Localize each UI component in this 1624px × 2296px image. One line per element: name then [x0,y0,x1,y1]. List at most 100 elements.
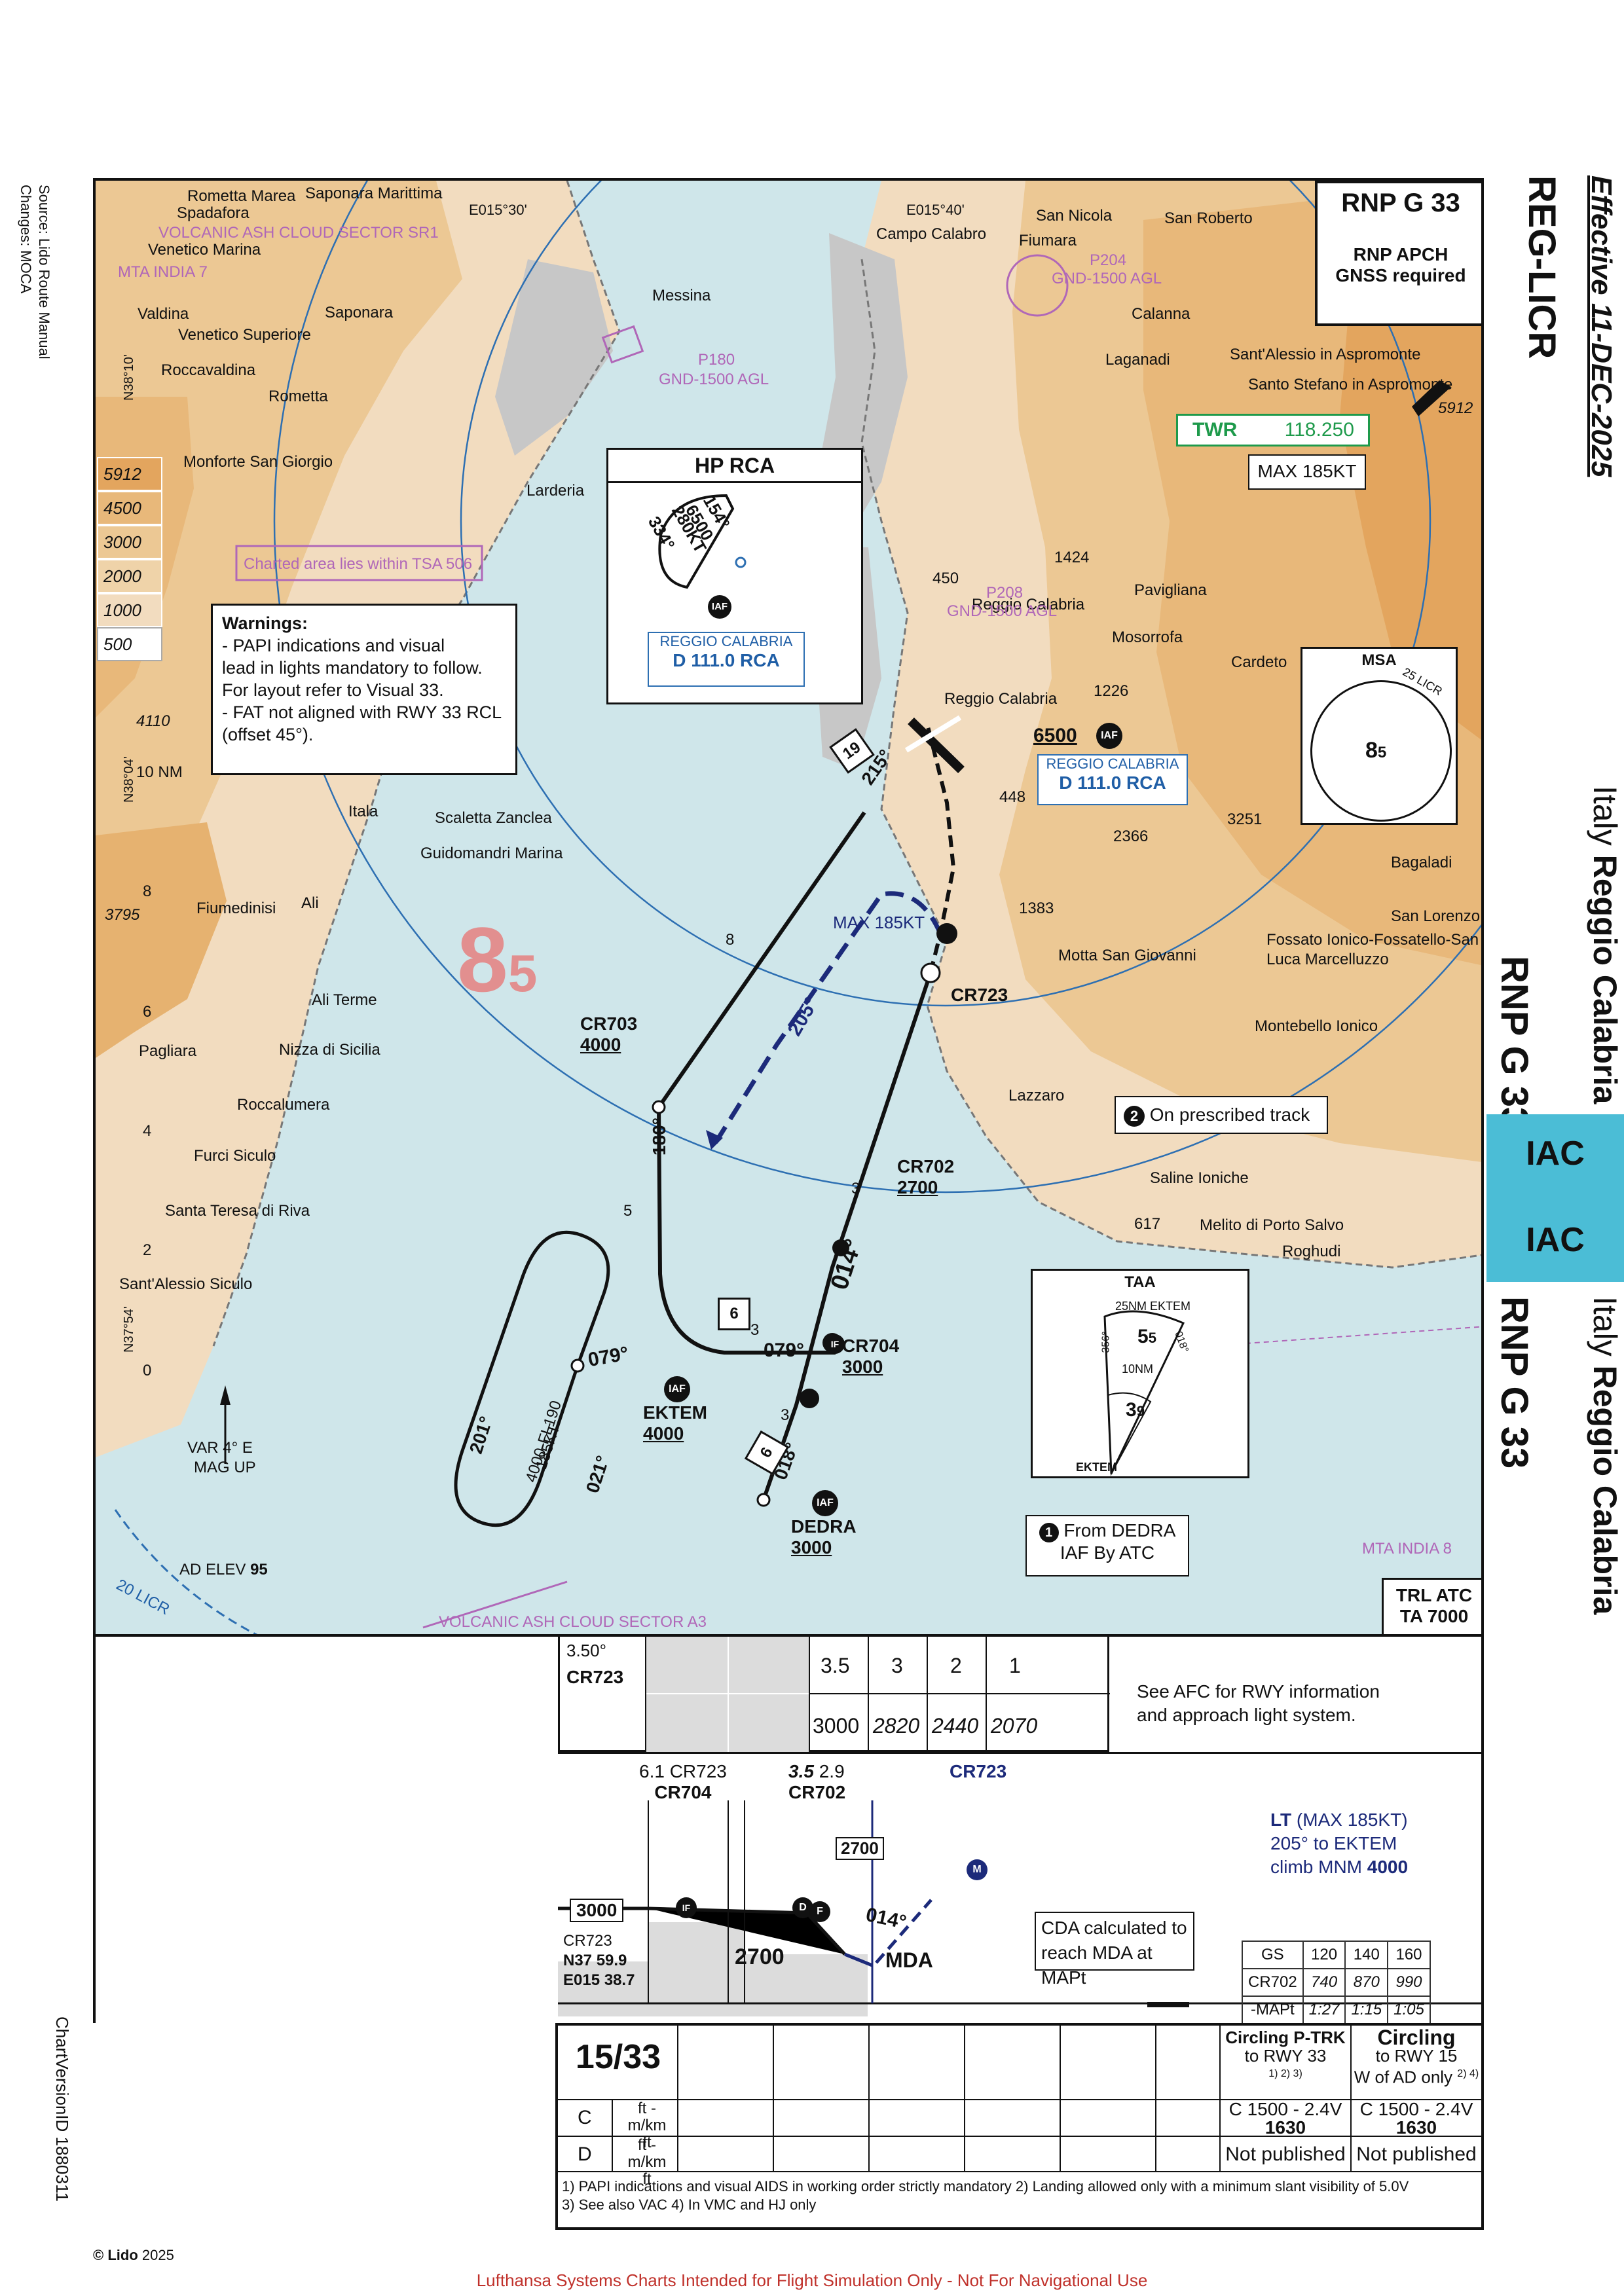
track-180: 180° [648,1118,669,1156]
town: Fossato Ionico-Fossatello-San [1266,931,1479,949]
chart-version: ChartVersionID 1880311 [52,2016,72,2202]
cda-note: CDA calculated to reach MDA at MAPt [1035,1912,1194,1988]
town: Laganadi [1105,351,1170,369]
coord-n3804: N38°04' [122,756,136,803]
town: Nizza di Sicilia [279,1041,380,1059]
spot-elev: 4110 [136,712,170,730]
town: Lazzaro [1008,1087,1065,1104]
town: Calanna [1132,305,1190,323]
town: Sant'Alessio in Aspromonte [1230,346,1421,363]
spot-elev: 617 [1134,1215,1161,1233]
town: Saline Ioniche [1150,1169,1249,1187]
town: Reggio Calabria [944,690,1058,708]
scale-6: 6 [143,1003,152,1021]
plan-view: 5912 4500 3000 2000 1000 500 E015°30' E0… [93,178,1484,1637]
rca-alt: 6500 [1033,725,1077,746]
town: San Lorenzo [1391,907,1481,925]
var: VAR 4° E [187,1439,253,1457]
town: Sant'Alessio Siculo [119,1275,253,1293]
airspace-label: P204 [1090,251,1127,269]
procedure-lower: RNP G 33 [1493,1296,1536,1469]
procedure-upper: RNP G 33 [1493,956,1536,1129]
town: Pagliara [139,1042,197,1060]
town: Reggio Calabria [972,596,1085,613]
coord-n3810: N38°10' [122,354,136,401]
town: Montebello Ionico [1255,1017,1378,1035]
town: Pavigliana [1134,581,1207,599]
spot-elev: 450 [932,570,959,587]
town: Larderia [526,482,585,500]
profile-graphic [558,1800,1484,2016]
missed-approach: LT (MAX 185KT) 205° to EKTEM climb MNM 4… [1270,1810,1409,1877]
iaf-dedra: IAF [812,1490,838,1516]
town: Rometta Marea [187,187,296,205]
scale-0: 0 [143,1362,152,1379]
cat-d: D [578,2143,592,2165]
town: Santa Teresa di Riva [165,1202,310,1220]
hp-navaid: REGGIO CALABRIA D 111.0 RCA [648,632,805,687]
circ-d-2: Not published [1356,2143,1477,2165]
max-185-miss: MAX 185KT [833,913,925,932]
alt-2700-box: 2700 [836,1837,884,1860]
airspace-label: GND-1500 AGL [1052,270,1162,287]
airspace-label: VOLCANIC ASH CLOUD SECTOR SR1 [158,224,439,242]
flag-6a: 6 [718,1298,750,1330]
trl-box: TRL ATC TA 7000 [1382,1578,1481,1634]
spot-elev: 3251 [1227,811,1263,828]
town: Mosorrofa [1112,629,1183,646]
iaf-ektem: IAF [664,1376,690,1402]
location-upper: Italy Reggio Calabria [1587,786,1623,1104]
iac-tab: IAC IAC [1486,1114,1624,1282]
profile-view: 3.50° CR723 3.5 3 2 1 3000 2820 2440 207… [93,1637,1484,2024]
town: Melito di Porto Salvo [1200,1216,1344,1234]
town: Scaletta Zanclea [435,809,552,827]
scale-2: 2 [143,1241,152,1259]
spot-elev: 448 [999,788,1026,806]
coord-e1530: E015°30' [469,202,527,218]
distance-table: 3.50° CR723 3.5 3 2 1 3000 2820 2440 207… [558,1637,1110,1752]
town: Santo Stefano in Aspromonte [1248,376,1453,393]
profile-m: M [967,1859,987,1880]
procedure-box: RNP G 33 RNP APCH GNSS required [1315,181,1481,326]
airspace-label: VOLCANIC ASH CLOUD SECTOR A3 [439,1613,707,1631]
moca-2700: 2700 [735,1944,784,1969]
circling-head: Circling to RWY 15 W of AD only 2) 4) [1354,2026,1479,2087]
msa-box: MSA 25 LICR 85 [1301,647,1458,825]
town: Messina [652,287,711,304]
airspace-label: MTA INDIA 7 [118,263,208,281]
scale-8: 8 [143,883,152,900]
town: Ali Terme [312,991,377,1009]
runway-label: 15/33 [575,2038,661,2076]
town: Saponara [325,304,394,321]
airport-id: REG-LICR [1521,175,1563,359]
copyright: © Lido 2025 [93,2247,174,2263]
twr-frequency: TWR 118.250 [1176,414,1370,446]
taa-box: TAA 25NM EKTEM 10NM 356° 018° 55 39 EKTE… [1031,1269,1249,1478]
source-note: Source: Lido Route Manual [36,185,52,359]
iaf-rca: IAF [1096,723,1122,749]
effective-date: Effective 11-DEC-2025 [1585,175,1617,477]
changes-note: Changes: MOCA [18,185,34,294]
town: Bagaladi [1391,854,1452,871]
town: Rometta [268,388,328,405]
scale-4: 4 [143,1122,152,1140]
town: Fiumedinisi [196,900,276,917]
profile-if: IF [676,1897,697,1918]
town: Ali [301,894,319,912]
circ-d-1: Not published [1225,2143,1346,2165]
coord-e1540: E015°40' [906,202,965,218]
town: Roccavaldina [161,361,256,379]
minima-notes: 1) PAPI indications and visual AIDS in w… [562,2178,1409,2213]
town: Luca Marcelluzzo [1266,951,1389,968]
town: Valdina [138,305,189,323]
spot-elev: 2366 [1113,828,1149,845]
town: Motta San Giovanni [1058,947,1196,964]
